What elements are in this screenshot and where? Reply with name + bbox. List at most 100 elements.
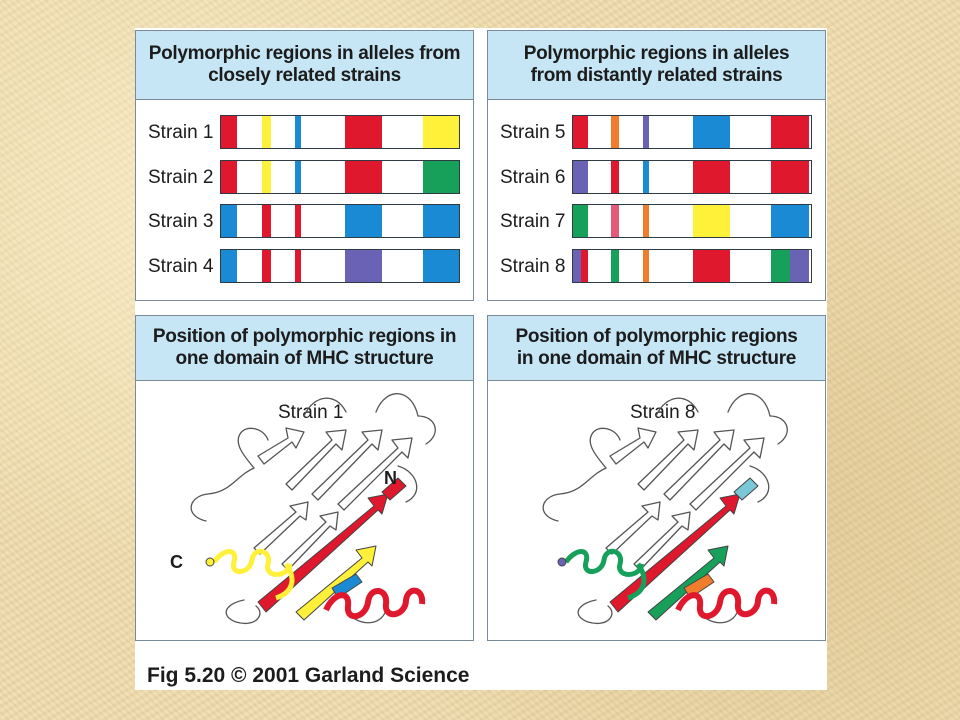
strain-label: Strain 3 [148,211,214,232]
polymorphic-segment [423,205,459,237]
strain-label: Strain 8 [500,255,566,277]
polymorphic-segment [221,160,237,193]
polymorphic-n-term-segment [733,477,759,501]
polymorphic-segment [262,249,271,282]
allele-bar [220,159,460,194]
polymorphic-helix-c-term [563,548,645,577]
strain-row: Strain 1 [136,115,473,151]
polymorphic-helix-c-tail [627,562,647,601]
polymorphic-helix-c-term [211,548,293,577]
strain-label: Strain 2 [148,166,214,188]
polymorphic-segment [345,249,382,282]
beta-strand [605,501,661,555]
polymorphic-helix-main [323,587,426,619]
panel-closely-related: Polymorphic regions in alleles from clos… [135,30,474,301]
allele-bar [572,159,812,194]
backbone-loop [749,465,770,503]
polymorphic-segment [573,205,588,237]
polymorphic-segment [423,249,459,282]
c-terminus-dot [205,557,215,567]
polymorphic-segment [693,249,730,282]
allele-bar [220,248,460,283]
allele-bar [572,115,812,149]
strain-label: Strain 6 [500,166,566,188]
backbone-loop [190,467,255,522]
strain-row: Strain 8 [488,248,825,285]
beta-strand [609,427,657,465]
polymorphic-segment [295,205,301,237]
polymorphic-segment [295,116,301,148]
polymorphic-segment [643,205,649,237]
beta-strand [281,511,339,571]
figure-caption: Fig 5.20 © 2001 Garland Science [147,664,470,687]
polymorphic-segment [221,116,237,148]
backbone-loop [417,415,436,445]
strain-label: Strain 4 [148,255,214,277]
polymorphic-segment [345,160,382,193]
c-terminus-label: C [170,552,183,572]
panel-mhc-strain-1: Position of polymorphic regions in one d… [135,315,474,641]
strain-row: Strain 3 [136,204,473,240]
panel-title: Polymorphic regions in alleles from clos… [136,31,473,100]
polymorphic-segment [423,116,459,148]
polymorphic-segment [693,160,730,193]
strain-label: Strain 5 [500,122,566,143]
structure-label: Strain 1 [278,402,344,423]
strain-label: Strain 1 [148,122,214,143]
polymorphic-segment [771,205,809,237]
panel-mhc-strain-8: Position of polymorphic regions in one d… [487,315,826,641]
strain-row: Strain 4 [136,248,473,285]
allele-bar [220,115,460,149]
polymorphic-segment [693,205,730,237]
polymorphic-segment [643,160,649,193]
beta-strand [637,429,699,491]
polymorphic-segment [573,160,588,193]
beta-strand [257,427,305,465]
polymorphic-segment [423,160,459,193]
backbone-loop [727,393,771,417]
panel-title: Polymorphic regions in alleles from dist… [488,31,825,100]
panel-title: Position of polymorphic regions in one d… [488,316,825,381]
figure: Polymorphic regions in alleles from clos… [135,28,827,690]
backbone-loop [303,397,347,417]
backbone-loop [237,427,269,469]
beta-strand [311,429,383,501]
strain-label: Strain 7 [500,211,566,232]
polymorphic-segment [771,116,809,148]
n-terminus-label: N [384,468,397,488]
mhc-structure-diagram [542,393,788,625]
polymorphic-segment [771,160,809,193]
polymorphic-segment [221,205,237,237]
polymorphic-segment [295,249,301,282]
beta-strand [285,429,347,491]
backbone-loop [577,599,613,625]
polymorphic-segment [611,116,619,148]
beta-strand [253,501,309,555]
backbone-loop [375,393,419,417]
polymorphic-segment [611,160,619,193]
beta-strand [689,437,765,511]
polymorphic-segment [262,205,271,237]
mhc-structure-diagram [190,393,436,625]
polymorphic-helix-main [675,587,778,619]
polymorphic-segment [611,249,619,282]
strain-row: Strain 5 [488,115,825,151]
panel-distantly-related: Polymorphic regions in alleles from dist… [487,30,826,301]
polymorphic-segment [262,116,271,148]
backbone-loop [542,467,607,522]
polymorphic-strand-mid [295,545,377,621]
polymorphic-segment [693,116,730,148]
polymorphic-segment [771,249,790,282]
polymorphic-n-term-segment [381,477,407,501]
backbone-loop [225,599,261,625]
allele-bar [220,204,460,238]
polymorphic-segment [573,249,581,282]
backbone-loop [655,397,699,417]
polymorphic-segment [643,116,649,148]
strain-row: Strain 6 [488,159,825,196]
polymorphic-segment [221,249,237,282]
backbone-loop [589,427,621,469]
polymorphic-segment [345,116,382,148]
polymorphic-segment [790,249,809,282]
beta-strand [663,429,735,501]
